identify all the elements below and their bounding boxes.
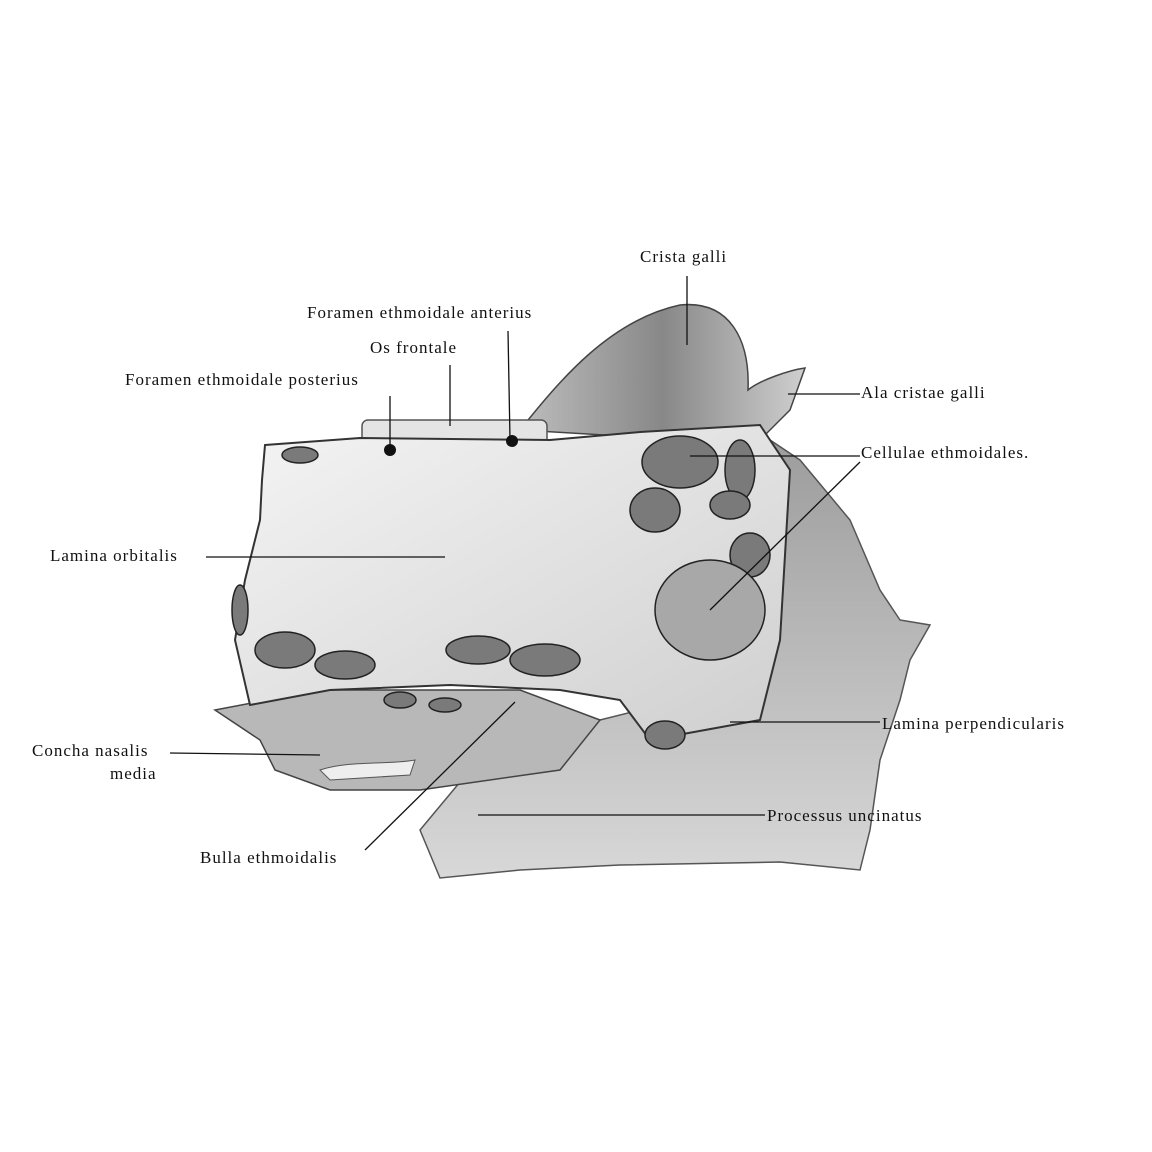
label-lamina-orbitalis: Lamina orbitalis: [50, 546, 178, 565]
label-crista-galli: Crista galli: [640, 247, 728, 266]
label-concha-media: media: [110, 764, 157, 783]
label-concha-nasalis: Concha nasalis: [32, 741, 149, 760]
label-bulla-ethmoidalis: Bulla ethmoidalis: [200, 848, 338, 867]
label-os-frontale: Os frontale: [370, 338, 458, 357]
label-cellulae-ethmoidales: Cellulae ethmoidales.: [861, 443, 1030, 462]
leader-lines: [169, 276, 880, 851]
label-processus-uncinatus: Processus uncinatus: [767, 806, 923, 825]
label-lamina-perpendicularis: Lamina perpendicularis: [882, 714, 1065, 733]
label-foramen-ethmoidale-anterius: Foramen ethmoidale anterius: [307, 303, 533, 322]
concha-nasalis-media-shape: [213, 689, 602, 791]
label-ala-cristae-galli: Ala cristae galli: [861, 383, 986, 402]
foramen-anterius-dot: [506, 435, 518, 447]
label-foramen-ethmoidale-posterius: Foramen ethmoidale posterius: [125, 370, 359, 389]
crista-galli-shape: [518, 303, 807, 441]
cellulae-ethmoidales-shapes: [231, 435, 771, 750]
